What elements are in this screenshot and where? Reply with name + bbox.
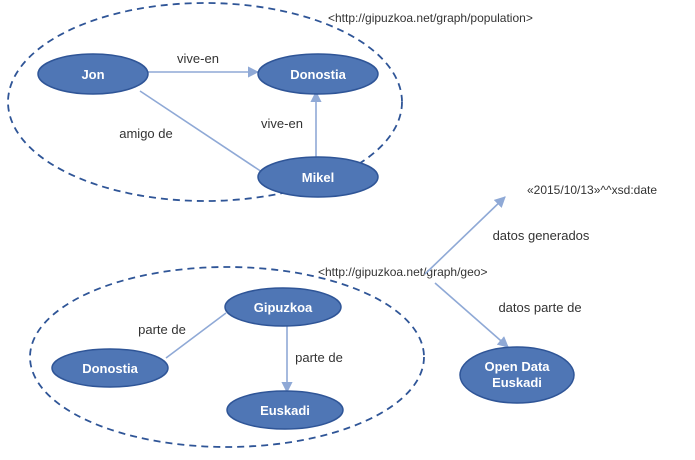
node-mikel-label: Mikel [302, 170, 335, 185]
edge-datos-parte-de [434, 282, 509, 348]
node-open-data-label-line1: Open Data [484, 359, 550, 374]
population-graph-uri: <http://gipuzkoa.net/graph/population> [328, 11, 533, 25]
edge-label-vive-en-2: vive-en [261, 116, 303, 131]
node-gipuzkoa-label: Gipuzkoa [254, 300, 313, 315]
edge-label-parte-de-2: parte de [295, 350, 343, 365]
edge-label-amigo-de: amigo de [119, 126, 172, 141]
node-donostia-top [257, 53, 379, 95]
node-donostia-top-label: Donostia [290, 67, 346, 82]
node-jon-label: Jon [81, 67, 104, 82]
node-open-data-label-line2: Euskadi [492, 375, 542, 390]
node-gipuzkoa [224, 287, 342, 327]
node-mikel [257, 156, 379, 198]
node-euskadi [226, 390, 344, 430]
node-donostia-bottom [51, 348, 169, 388]
edge-donostia-parte-de-gipuzkoa [165, 312, 227, 359]
edge-label-datos-generados: datos generados [493, 228, 590, 243]
geo-graph-uri: <http://gipuzkoa.net/graph/geo> [318, 265, 487, 279]
node-open-data-euskadi [459, 346, 575, 404]
date-literal: «2015/10/13»^^xsd:date [527, 183, 657, 197]
edge-jon-amigo-de-mikel [139, 90, 263, 173]
node-euskadi-label: Euskadi [260, 403, 310, 418]
edge-datos-generados [424, 196, 506, 275]
node-donostia-bottom-label: Donostia [82, 361, 138, 376]
edge-label-vive-en-1: vive-en [177, 51, 219, 66]
geo-graph-boundary [29, 266, 425, 448]
population-graph-boundary [7, 2, 403, 202]
edge-label-datos-parte-de: datos parte de [498, 300, 581, 315]
node-jon [37, 53, 149, 95]
edge-label-parte-de-1: parte de [138, 322, 186, 337]
